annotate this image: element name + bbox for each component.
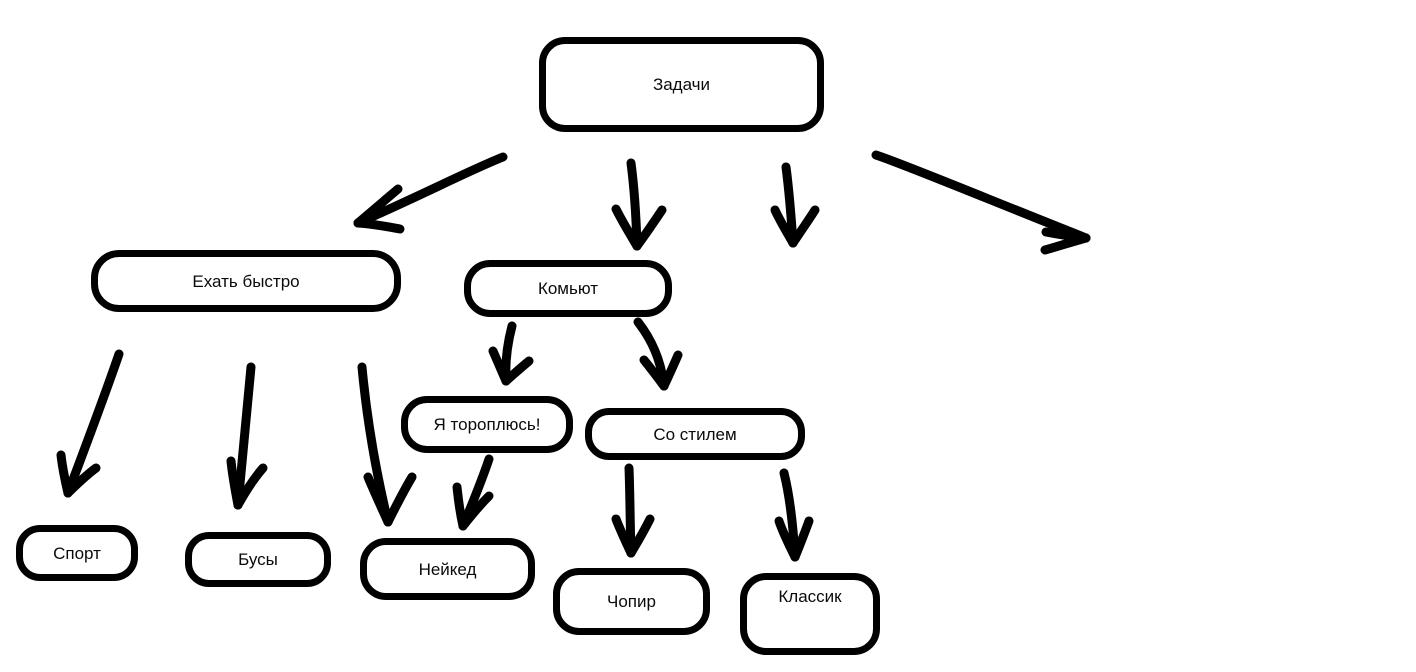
node-zadachi[interactable]: Задачи [539,37,824,132]
node-busy[interactable]: Бусы [185,532,331,587]
edge-root-to-commute [611,158,667,251]
node-chopir[interactable]: Чопир [553,568,710,635]
edge-style-to-classic [774,468,814,562]
node-label: Классик [778,587,842,606]
node-so-stilem[interactable]: Со стилем [585,408,805,460]
edge-fast-to-beads [226,362,268,510]
edge-fast-to-sport [56,349,124,498]
node-label: Нейкед [418,559,477,579]
node-ehat-bystro[interactable]: Ехать быстро [91,250,401,312]
node-label: Ехать быстро [192,271,300,291]
node-label: Я тороплюсь! [433,415,541,434]
edge-root-to-fast [353,152,508,234]
node-komyut[interactable]: Комьют [464,260,672,317]
node-label: Чопир [607,592,656,611]
edge-commute-to-hurry [488,321,534,386]
node-label: Спорт [53,543,101,563]
edge-hurry-to-naked [452,454,494,531]
node-neyked[interactable]: Нейкед [360,538,535,600]
node-label: Задачи [652,75,711,94]
edge-style-to-chopper [611,463,655,558]
edge-commute-to-style [633,317,683,391]
node-sport[interactable]: Спорт [16,525,138,581]
node-klassik[interactable]: Классик [740,573,880,655]
edge-root-to-unlabeled-middle [770,162,820,248]
edge-root-to-unlabeled-right [871,150,1091,255]
node-label: Комьют [537,279,599,298]
node-ya-toroplyus[interactable]: Я тороплюсь! [401,396,573,453]
edge-fast-to-naked [357,362,417,527]
node-label: Со стилем [653,424,737,444]
node-label: Бусы [238,550,278,569]
